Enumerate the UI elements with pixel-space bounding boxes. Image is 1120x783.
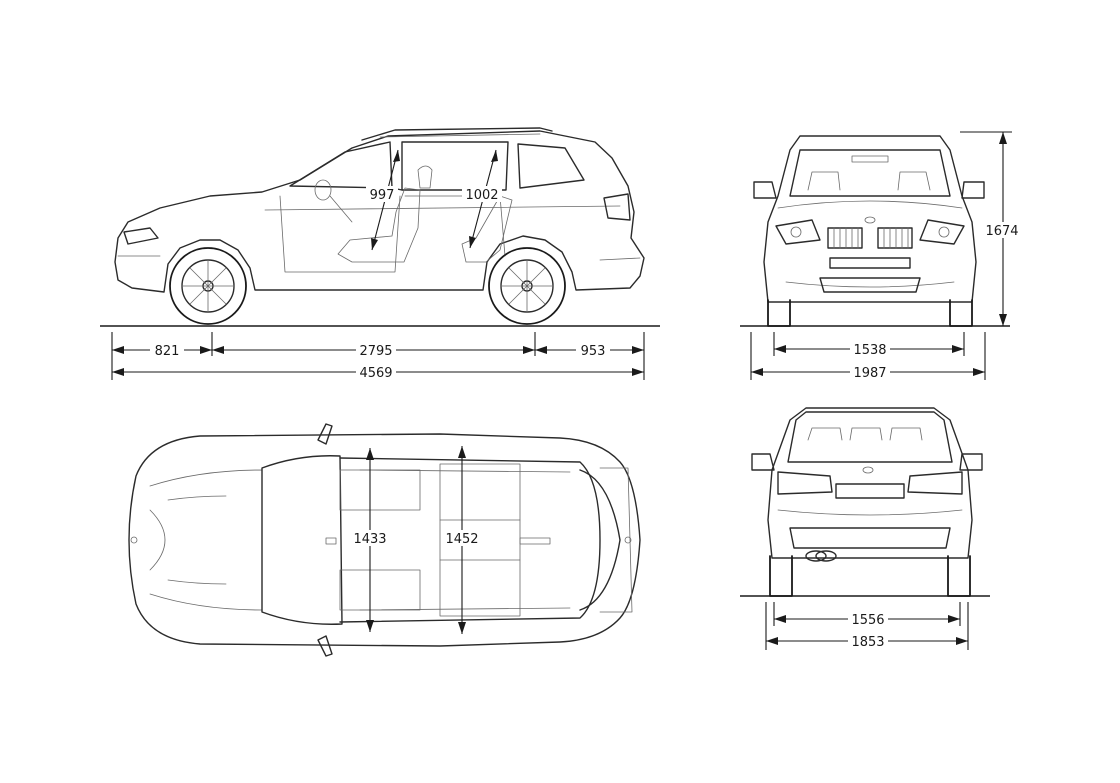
rear-headroom-label: 1002 [465, 188, 498, 203]
rear-overhang-label: 953 [581, 344, 606, 359]
rear-shoulder-label: 1452 [445, 532, 478, 547]
rear-view [751, 407, 983, 597]
length-label: 4569 [359, 366, 392, 381]
wheelbase-label: 2795 [359, 344, 392, 359]
rear-track-label: 1556 [851, 613, 884, 628]
front-overhang-label: 821 [155, 344, 180, 359]
width-mirrors-label: 1987 [853, 366, 886, 381]
side-view [114, 127, 645, 325]
front-track-label: 1538 [853, 343, 886, 358]
width-label: 1853 [851, 635, 884, 650]
height-label: 1674 [985, 224, 1018, 239]
front-shoulder-label: 1433 [353, 532, 386, 547]
front-view [753, 135, 985, 327]
top-view [128, 423, 641, 657]
front-headroom-label: 997 [370, 188, 395, 203]
